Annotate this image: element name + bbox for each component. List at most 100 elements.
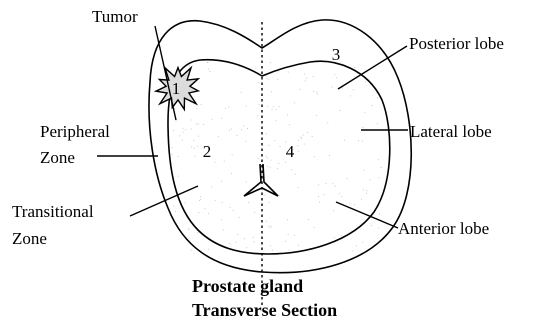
speckle-dot [334, 237, 335, 238]
speckle-dot [207, 62, 208, 63]
speckle-dot [305, 80, 306, 81]
speckle-dot [224, 161, 225, 162]
speckle-dot [287, 115, 288, 116]
speckle-dot [197, 232, 198, 233]
speckle-dot [182, 140, 183, 141]
speckle-dot [378, 159, 379, 160]
lateral-lobe-label: Lateral lobe [410, 122, 492, 141]
peripheral-zone-label-line1: Peripheral [40, 122, 110, 141]
speckle-dot [176, 120, 177, 121]
speckle-dot [174, 108, 175, 109]
speckle-dot [344, 140, 345, 141]
speckle-dot [336, 77, 337, 78]
speckle-dot [278, 163, 279, 164]
speckle-dot [356, 246, 357, 247]
speckle-dot [355, 67, 356, 68]
speckle-dot [341, 235, 342, 236]
transitional-zone-label-line2: Zone [12, 229, 47, 248]
speckle-dot [272, 250, 273, 251]
speckle-dot [215, 162, 216, 163]
speckle-dot [268, 79, 269, 80]
speckle-dot [372, 105, 373, 106]
speckle-dot [354, 204, 355, 205]
speckle-dot [289, 250, 290, 251]
speckle-dot [247, 128, 248, 129]
speckle-dot [270, 167, 271, 168]
speckle-dot [300, 137, 301, 138]
speckle-dot [280, 146, 281, 147]
speckle-dot [225, 108, 226, 109]
speckle-dot [241, 92, 242, 93]
speckle-dot [196, 108, 197, 109]
speckle-dot [223, 230, 224, 231]
speckle-dot [258, 82, 259, 83]
speckle-dot [307, 132, 308, 133]
speckle-dot [178, 156, 179, 157]
speckle-dot [266, 133, 267, 134]
speckle-dot [347, 178, 348, 179]
speckle-dot [254, 241, 255, 242]
speckle-dot [175, 211, 176, 212]
speckle-dot [324, 194, 325, 195]
speckle-dot [229, 243, 230, 244]
tumor-leader-line [155, 26, 176, 120]
transitional-zone-label-line1: Transitional [12, 202, 94, 221]
speckle-dot [273, 106, 274, 107]
speckle-dot [205, 208, 206, 209]
speckle-dot [279, 195, 280, 196]
speckle-dot [232, 154, 233, 155]
speckle-dot [198, 123, 199, 124]
speckle-dot [183, 132, 184, 133]
speckle-dot [331, 87, 332, 88]
speckle-dot [318, 184, 319, 185]
speckle-dot [244, 238, 245, 239]
speckle-dot [189, 66, 190, 67]
speckle-dot [288, 234, 289, 235]
speckle-dot [277, 79, 278, 80]
speckle-dot [231, 129, 232, 130]
speckle-dot [172, 154, 173, 155]
speckle-dot [194, 148, 195, 149]
speckle-dot [334, 74, 335, 75]
speckle-dot [266, 221, 267, 222]
urethra-shape [244, 164, 278, 196]
speckle-dot [269, 202, 270, 203]
speckle-dot [353, 89, 354, 90]
speckle-dot [361, 199, 362, 200]
tumor-label: Tumor [92, 7, 138, 26]
speckle-dot [215, 200, 216, 201]
speckle-dot [255, 68, 256, 69]
speckle-dot [211, 186, 212, 187]
speckle-dot [333, 210, 334, 211]
anterior-lobe-label: Anterior lobe [398, 219, 489, 238]
speckle-dot [335, 186, 336, 187]
speckle-dot [199, 200, 200, 201]
speckle-dot [246, 141, 247, 142]
speckle-dot [270, 227, 271, 228]
speckle-dot [371, 225, 372, 226]
speckle-dot [327, 122, 328, 123]
speckle-dot [313, 91, 314, 92]
region-number-2: 2 [203, 142, 212, 161]
speckle-dot [379, 213, 380, 214]
speckle-dot [267, 166, 268, 167]
speckle-dot [270, 160, 271, 161]
speckle-dot [246, 106, 247, 107]
speckle-dot [294, 102, 295, 103]
speckle-dot [303, 135, 304, 136]
speckle-dot [317, 94, 318, 95]
anterior-lobe-leader-line [336, 202, 398, 228]
peripheral-zone-label-line2: Zone [40, 148, 75, 167]
speckle-dot [188, 229, 189, 230]
speckle-dot [228, 107, 229, 108]
speckle-dot [369, 179, 370, 180]
transitional-zone-leader-line [130, 186, 198, 216]
speckle-dot [239, 217, 240, 218]
speckle-dot [365, 81, 366, 82]
speckle-dot [366, 190, 367, 191]
speckle-dot [291, 169, 292, 170]
region-number-1: 1 [172, 79, 181, 98]
speckle-dot [341, 196, 342, 197]
speckle-dot [378, 228, 379, 229]
